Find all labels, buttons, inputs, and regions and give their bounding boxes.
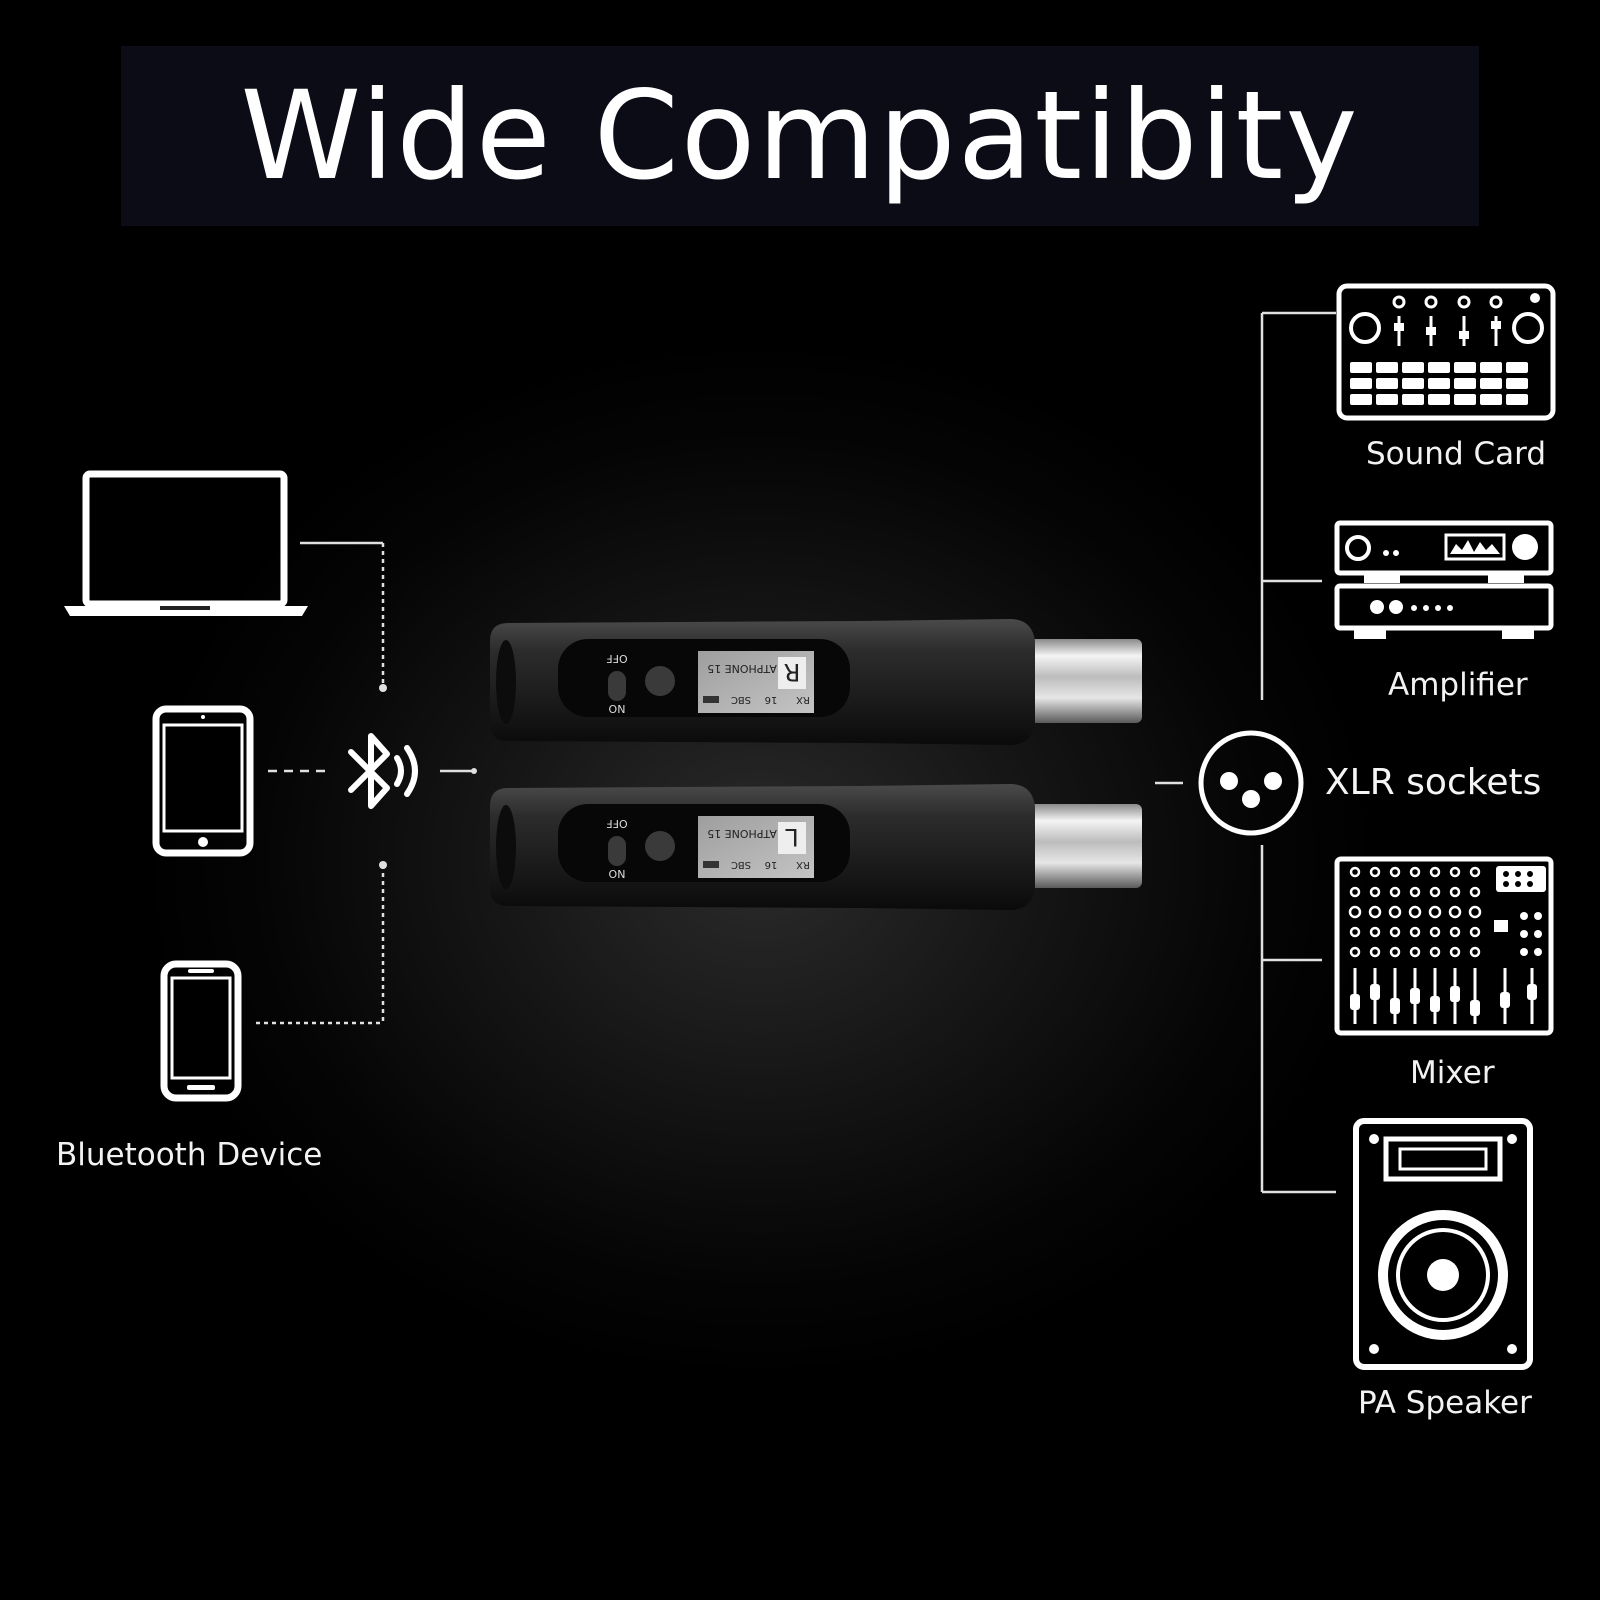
pa-speaker-label: PA Speaker bbox=[1358, 1385, 1532, 1421]
adapter-r-mode: RX bbox=[796, 694, 810, 705]
adapter-r-channel-letter: R bbox=[784, 658, 801, 686]
adapter-r-codec: SBC bbox=[731, 694, 751, 705]
adapter-l-on-label: ON bbox=[609, 868, 626, 881]
bluetooth-device-label: Bluetooth Device bbox=[56, 1137, 323, 1173]
adapter-r-battery-icon bbox=[703, 696, 719, 703]
tablet-icon bbox=[152, 705, 254, 857]
sound-card-label: Sound Card bbox=[1366, 436, 1546, 472]
mixer-label: Mixer bbox=[1410, 1055, 1495, 1091]
adapter-r-off-label: OFF bbox=[606, 652, 627, 665]
xlr-sockets-label: XLR sockets bbox=[1325, 762, 1542, 803]
xlr-socket-icon bbox=[1198, 730, 1304, 836]
adapter-l-mode: RX bbox=[796, 859, 810, 870]
adapter-r-rate: 16 bbox=[765, 694, 778, 705]
laptop-icon bbox=[64, 470, 308, 616]
page-title: Wide Compatibity bbox=[240, 65, 1360, 207]
adapter-l-rate: 16 bbox=[765, 859, 778, 870]
adapter-right-channel: R ATPHONE 15 RX 16 SBC OFF ON bbox=[490, 619, 1142, 745]
amplifier-label: Amplifier bbox=[1388, 667, 1528, 703]
adapter-l-channel-letter: L bbox=[785, 823, 799, 851]
pa-speaker-icon bbox=[1353, 1118, 1533, 1370]
adapter-r-device-name: ATPHONE 15 bbox=[707, 662, 777, 675]
bluetooth-icon bbox=[348, 733, 418, 809]
adapter-l-battery-icon bbox=[703, 861, 719, 868]
sound-card-icon bbox=[1336, 283, 1556, 421]
mixer-icon bbox=[1334, 856, 1554, 1036]
adapter-left-channel: L ATPHONE 15 RX 16 SBC OFF ON bbox=[490, 784, 1142, 910]
adapter-r-on-label: ON bbox=[609, 703, 626, 716]
adapter-l-off-label: OFF bbox=[606, 817, 627, 830]
title-banner: Wide Compatibity bbox=[121, 46, 1479, 226]
adapter-pair: R ATPHONE 15 RX 16 SBC OFF ON L ATPHONE … bbox=[490, 619, 1142, 910]
adapter-l-codec: SBC bbox=[731, 859, 751, 870]
amplifier-icon bbox=[1334, 520, 1554, 639]
phone-icon bbox=[160, 960, 242, 1102]
adapter-l-device-name: ATPHONE 15 bbox=[707, 827, 777, 840]
